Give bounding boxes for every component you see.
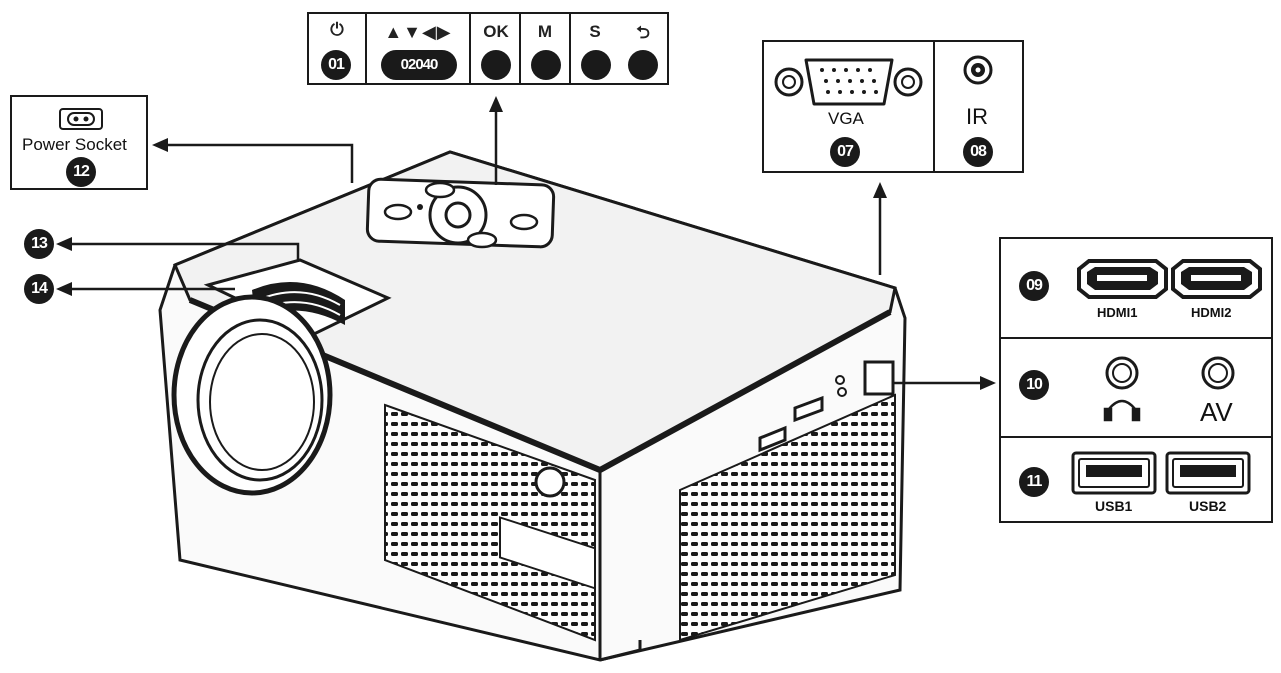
side-vent — [679, 393, 896, 642]
power-icon: ⏻ — [330, 20, 344, 39]
power-socket-label: Power Socket — [22, 135, 127, 154]
av-label: AV — [1200, 397, 1233, 427]
badge-11: 11 — [1019, 467, 1049, 497]
s-key-cell: S — [571, 14, 619, 83]
badge-10: 10 — [1019, 370, 1049, 400]
back-icon: ⮌ — [636, 23, 650, 42]
m-label: M — [537, 22, 553, 41]
badge-09: 09 — [1019, 271, 1049, 301]
hdmi1-label: HDMI1 — [1097, 305, 1138, 320]
arrow-keys-icon: ▲▼◀▶ — [384, 22, 452, 42]
usb-port-icon — [1071, 451, 1251, 495]
ports-divider-2 — [1001, 436, 1271, 438]
ok-key-cell: OK — [471, 14, 521, 83]
ir-label: IR — [966, 104, 988, 129]
headphone-icon — [1103, 399, 1141, 422]
power-key-cell: ⏻ 01 — [309, 14, 367, 83]
ports-divider-1 — [1001, 337, 1271, 339]
front-vent — [384, 403, 596, 642]
back-dot — [628, 50, 658, 80]
control-panel: ⏻ 01 ▲▼◀▶ 02040 OK M S ⮌ — [307, 12, 669, 85]
ir-cell: IR 08 — [935, 42, 1022, 171]
badge-13: 13 — [24, 229, 54, 259]
arrow-keys-cell: ▲▼◀▶ 02040 — [367, 14, 471, 83]
hdmi-port-icon — [1077, 259, 1262, 299]
vga-ir-panel: VGA 07 IR 08 — [762, 40, 1024, 173]
badge-07: 07 — [830, 137, 860, 167]
vga-cell: VGA 07 — [764, 42, 935, 171]
ok-label: OK — [483, 22, 509, 41]
usb2-label: USB2 — [1189, 498, 1227, 514]
badge-14: 14 — [24, 274, 54, 304]
m-dot — [531, 50, 561, 80]
power-socket-icon — [59, 108, 103, 130]
vga-port-icon — [774, 58, 923, 106]
ok-dot — [481, 50, 511, 80]
badge-12: 12 — [66, 157, 96, 187]
ir-sensor-icon — [963, 55, 993, 85]
ports-panel: 09 HDMI1 HDMI2 10 AV 11 — [999, 237, 1273, 523]
audio-jack-icon — [1103, 356, 1235, 422]
usb1-label: USB1 — [1095, 498, 1133, 514]
power-socket-panel: Power Socket 12 — [10, 95, 148, 190]
badge-01: 01 — [321, 50, 351, 80]
ok-divider — [471, 14, 521, 83]
s-dot — [581, 50, 611, 80]
vga-label: VGA — [828, 109, 864, 128]
hdmi2-label: HDMI2 — [1191, 305, 1232, 320]
m-key-cell: M — [521, 14, 571, 83]
back-key-cell: ⮌ — [619, 14, 667, 83]
badge-08: 08 — [963, 137, 993, 167]
badge-02-04: 02040 — [381, 50, 457, 80]
s-label: S — [589, 22, 601, 41]
